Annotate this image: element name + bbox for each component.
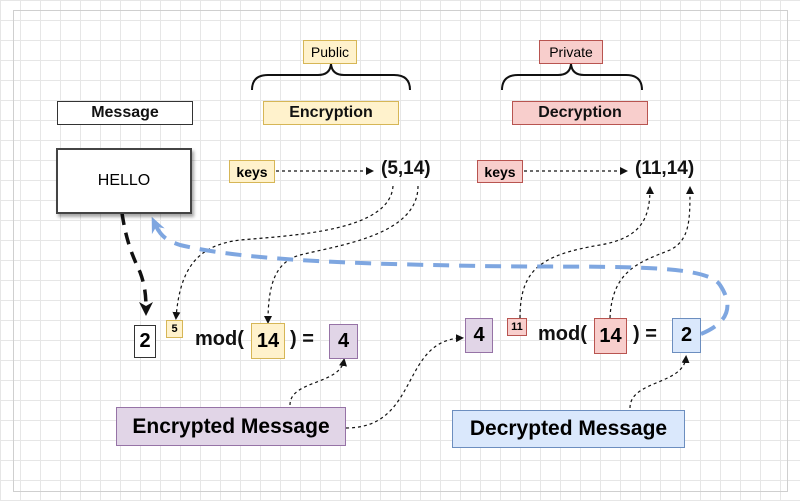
encryption-header: Encryption xyxy=(263,101,399,125)
cipher-input-number: 4 xyxy=(465,318,493,353)
plain-number: 2 xyxy=(134,325,156,358)
message-header: Message xyxy=(57,101,193,125)
dec-mod-text: mod( xyxy=(538,323,587,345)
message-box: HELLO xyxy=(56,148,192,214)
dec-exponent: 11 xyxy=(507,318,527,336)
encrypted-message-label: Encrypted Message xyxy=(116,407,346,446)
enc-keys-value: (5,14) xyxy=(381,158,431,179)
enc-close-text: ) = xyxy=(290,328,314,350)
canvas-frame xyxy=(13,10,788,492)
public-label: Public xyxy=(303,40,357,64)
dec-keys-label: keys xyxy=(477,160,523,183)
decryption-header: Decryption xyxy=(512,101,648,125)
enc-modulus: 14 xyxy=(251,323,285,359)
dec-modulus: 14 xyxy=(594,318,627,354)
decrypted-message-label: Decrypted Message xyxy=(452,410,685,448)
enc-exponent: 5 xyxy=(166,320,183,338)
dec-keys-value: (11,14) xyxy=(635,158,695,179)
cipher-number: 4 xyxy=(329,324,358,359)
enc-mod-text: mod( xyxy=(195,328,244,350)
plain-result-number: 2 xyxy=(672,318,701,353)
enc-keys-label: keys xyxy=(229,160,275,183)
dec-close-text: ) = xyxy=(633,323,657,345)
private-label: Private xyxy=(539,40,603,64)
